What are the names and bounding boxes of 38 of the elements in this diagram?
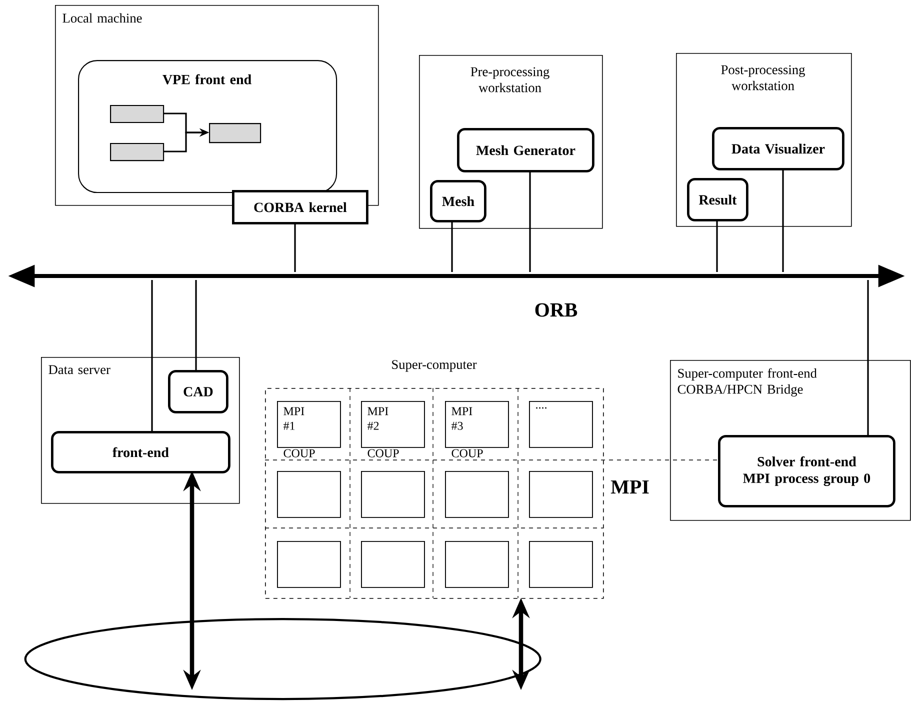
module-box — [209, 123, 262, 144]
process-box: CAD — [168, 370, 228, 414]
processor-box — [529, 471, 593, 518]
connector-line — [451, 220, 453, 272]
process-box: Result — [687, 178, 748, 222]
connector-line — [867, 280, 869, 435]
connector-line — [529, 170, 531, 272]
processor-box — [445, 471, 509, 518]
processor-box — [445, 541, 509, 588]
processor-box: MPI #3 — [445, 401, 509, 448]
process-box: Data Visualizer — [712, 127, 844, 170]
box-caption: COUP — [284, 449, 315, 458]
processor-box: MPI #1 — [277, 401, 341, 448]
bus-label: ORB — [535, 303, 578, 317]
node-label: Super-computer — [392, 360, 477, 372]
module-box — [110, 143, 164, 162]
processor-box — [361, 471, 425, 518]
kernel-box: CORBA kernel — [232, 190, 368, 224]
processor-box — [361, 541, 425, 588]
process-box: front-end — [51, 431, 230, 474]
box-caption: COUP — [452, 449, 483, 458]
processor-box — [277, 471, 341, 518]
box-caption: COUP — [368, 449, 399, 458]
connector-line — [294, 222, 296, 272]
process-box: Solver front-end MPI process group 0 — [718, 435, 896, 508]
connector-line — [716, 219, 718, 272]
edge-label: MPI — [609, 479, 651, 495]
processor-box: .... — [529, 401, 593, 448]
process-box: Mesh — [430, 180, 486, 222]
connector-line — [195, 280, 197, 370]
module-box — [110, 105, 164, 124]
process-box: Mesh Generator — [457, 128, 594, 172]
connector-line — [782, 168, 784, 272]
processor-box: MPI #2 — [361, 401, 425, 448]
connector-line — [151, 280, 153, 431]
processor-box — [277, 541, 341, 588]
database-ellipse — [24, 618, 542, 700]
processor-box — [529, 541, 593, 588]
